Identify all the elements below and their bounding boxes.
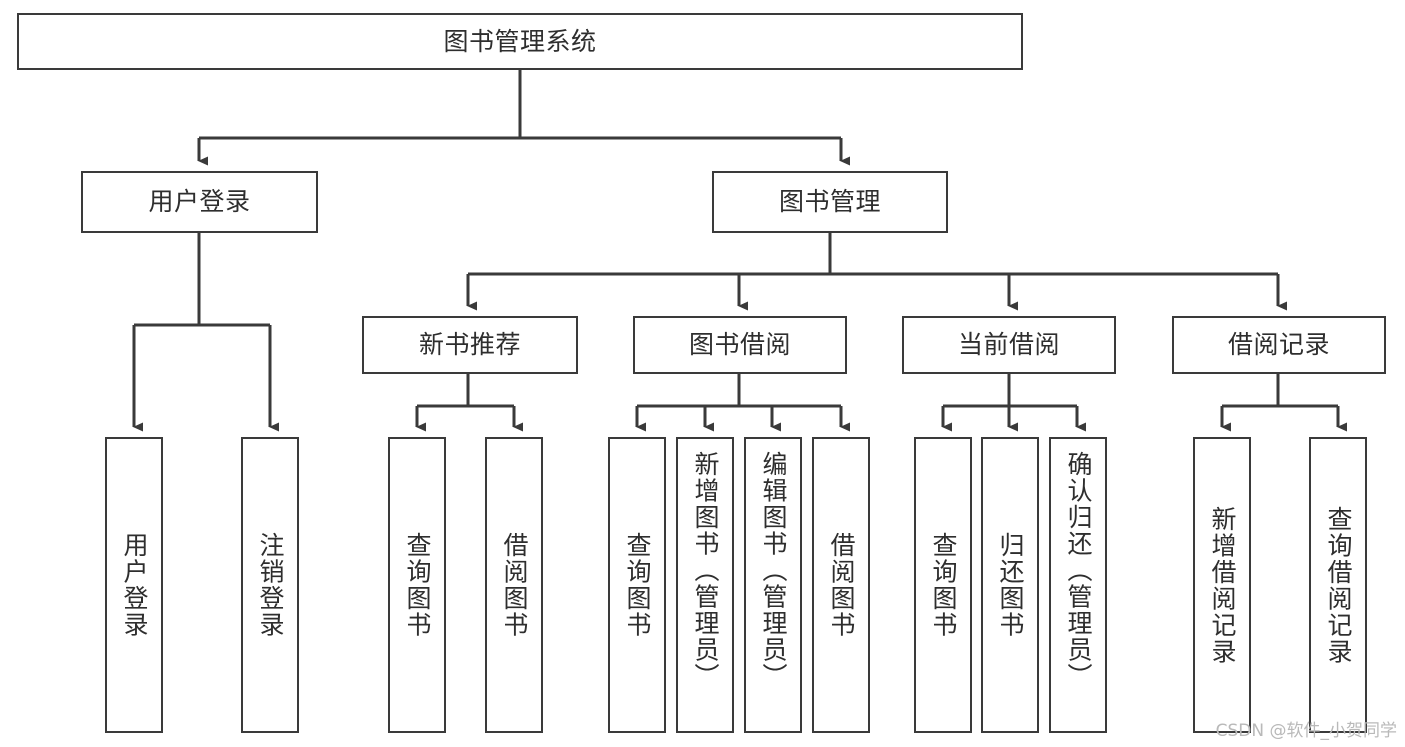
leaf-user-login[interactable]: 用户登录 [105, 437, 163, 733]
node-new-book-recommend[interactable]: 新书推荐 [362, 316, 578, 374]
node-label: 查询借阅记录 [1324, 505, 1353, 665]
node-label: 注销登录 [256, 532, 285, 638]
leaf-query-book-recommend[interactable]: 查询图书 [388, 437, 446, 733]
leaf-edit-book-admin[interactable]: 编辑图书（管理员） [744, 437, 802, 733]
leaf-confirm-return-admin[interactable]: 确认归还（管理员） [1049, 437, 1107, 733]
leaf-return-book[interactable]: 归还图书 [981, 437, 1039, 733]
node-label: 新增图书（管理员） [691, 451, 720, 690]
node-label: 图书管理系统 [443, 26, 597, 56]
node-label: 借阅图书 [827, 532, 856, 638]
node-label: 当前借阅 [957, 330, 1060, 360]
node-label: 图书管理 [778, 187, 881, 217]
node-label: 图书借阅 [688, 330, 791, 360]
node-label: 归还图书 [996, 532, 1025, 638]
leaf-add-book-admin[interactable]: 新增图书（管理员） [676, 437, 734, 733]
node-book-borrow[interactable]: 图书借阅 [633, 316, 847, 374]
node-borrow-record[interactable]: 借阅记录 [1172, 316, 1386, 374]
leaf-query-book-borrow[interactable]: 查询图书 [608, 437, 666, 733]
leaf-borrow-book[interactable]: 借阅图书 [812, 437, 870, 733]
leaf-add-borrow-record[interactable]: 新增借阅记录 [1193, 437, 1251, 733]
node-label: 查询图书 [623, 532, 652, 638]
node-label: 编辑图书（管理员） [759, 451, 788, 690]
node-label: 查询图书 [929, 532, 958, 638]
watermark-text: CSDN @软件_小贺同学 [1215, 721, 1397, 741]
node-label: 查询图书 [403, 532, 432, 638]
node-label: 用户登录 [148, 187, 251, 217]
node-label: 确认归还（管理员） [1064, 451, 1093, 690]
leaf-query-borrow-record[interactable]: 查询借阅记录 [1309, 437, 1367, 733]
node-user-login[interactable]: 用户登录 [81, 171, 318, 233]
leaf-logout-login[interactable]: 注销登录 [241, 437, 299, 733]
node-label: 用户登录 [120, 532, 149, 638]
node-label: 新增借阅记录 [1208, 505, 1237, 665]
node-book-manage[interactable]: 图书管理 [712, 171, 948, 233]
node-label: 借阅图书 [500, 532, 529, 638]
leaf-borrow-book-recommend[interactable]: 借阅图书 [485, 437, 543, 733]
leaf-query-book-current[interactable]: 查询图书 [914, 437, 972, 733]
node-label: 新书推荐 [418, 330, 521, 360]
node-root-system[interactable]: 图书管理系统 [17, 13, 1023, 70]
node-current-borrow[interactable]: 当前借阅 [902, 316, 1116, 374]
node-label: 借阅记录 [1227, 330, 1330, 360]
